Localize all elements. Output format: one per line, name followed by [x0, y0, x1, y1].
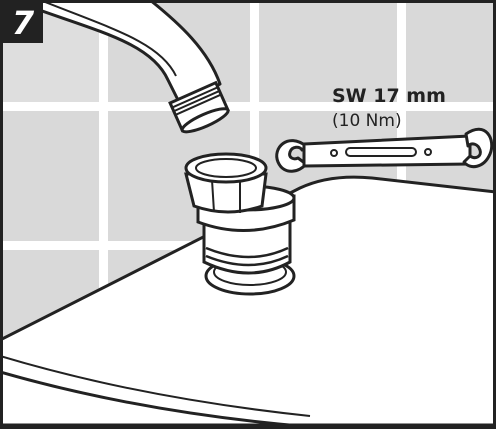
- step-number-badge: 7: [3, 3, 43, 43]
- shower-panel-icon: [0, 175, 496, 429]
- wrench-torque-label: (10 Nm): [332, 111, 402, 131]
- shower-adapter-icon: [184, 152, 296, 296]
- open-end-wrench-icon: [275, 127, 494, 173]
- faucet-spout-icon: [10, 0, 230, 134]
- wrench-size-label: SW 17 mm: [332, 85, 446, 107]
